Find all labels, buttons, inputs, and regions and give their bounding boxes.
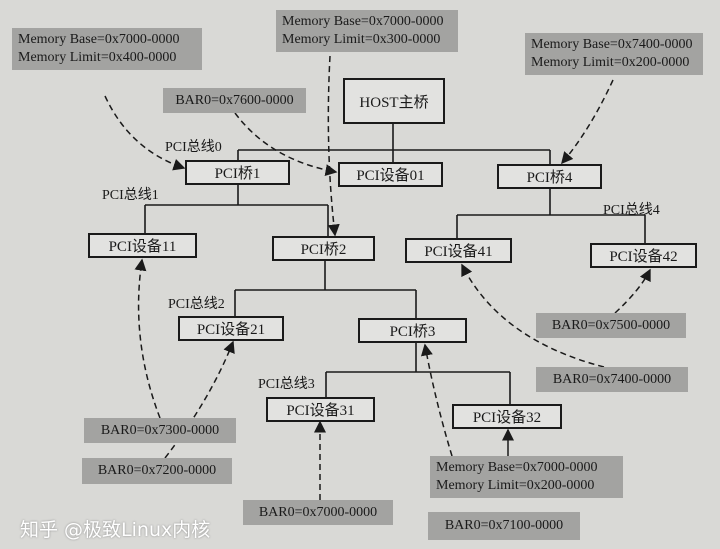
pci-device-01: PCI设备01 [338, 162, 443, 187]
dev32-bar0: BAR0=0x7100-0000 [428, 512, 580, 540]
memory-limit: Memory Limit=0x300-0000 [282, 32, 441, 47]
pci-device-32: PCI设备32 [452, 404, 562, 429]
bridge2-memory-window: Memory Base=0x7000-0000 Memory Limit=0x3… [276, 10, 458, 52]
memory-base: Memory Base=0x7000-0000 [282, 14, 444, 29]
memory-base: Memory Base=0x7000-0000 [436, 460, 598, 475]
memory-limit: Memory Limit=0x400-0000 [18, 50, 177, 65]
dev11-bar0: BAR0=0x7300-0000 [84, 418, 236, 443]
bus-4-label: PCI总线4 [603, 203, 660, 218]
dev42-bar0: BAR0=0x7500-0000 [536, 313, 686, 338]
dev41-bar0: BAR0=0x7400-0000 [536, 367, 688, 392]
pci-device-11: PCI设备11 [88, 233, 197, 258]
bus-3-label: PCI总线3 [258, 377, 315, 392]
pci-bridge-3: PCI桥3 [358, 318, 467, 343]
pci-bridge-1: PCI桥1 [185, 160, 290, 185]
bus-0-label: PCI总线0 [165, 140, 222, 155]
dev31-bar0: BAR0=0x7000-0000 [243, 500, 393, 525]
bus-2-label: PCI总线2 [168, 297, 225, 312]
memory-limit: Memory Limit=0x200-0000 [531, 55, 690, 70]
dashed-arrows [104, 55, 651, 500]
memory-base: Memory Base=0x7400-0000 [531, 37, 693, 52]
memory-base: Memory Base=0x7000-0000 [18, 32, 180, 47]
watermark: 知乎 @极致Linux内核 [20, 519, 211, 541]
bridge3-memory-window: Memory Base=0x7000-0000 Memory Limit=0x2… [430, 456, 623, 498]
host-bridge: HOST主桥 [343, 78, 445, 124]
pci-device-42: PCI设备42 [590, 243, 697, 268]
tree-lines [144, 124, 646, 404]
pci-device-41: PCI设备41 [405, 238, 512, 263]
dev01-bar0: BAR0=0x7600-0000 [163, 88, 306, 113]
pci-bridge-4: PCI桥4 [497, 164, 602, 189]
bridge4-memory-window: Memory Base=0x7400-0000 Memory Limit=0x2… [525, 33, 703, 75]
bridge1-memory-window: Memory Base=0x7000-0000 Memory Limit=0x4… [12, 28, 202, 70]
bus-1-label: PCI总线1 [102, 188, 159, 203]
dev21-bar0: BAR0=0x7200-0000 [82, 458, 232, 484]
pci-device-21: PCI设备21 [178, 316, 284, 341]
memory-limit: Memory Limit=0x200-0000 [436, 478, 595, 493]
pci-bridge-2: PCI桥2 [272, 236, 375, 261]
pci-device-31: PCI设备31 [266, 397, 375, 422]
